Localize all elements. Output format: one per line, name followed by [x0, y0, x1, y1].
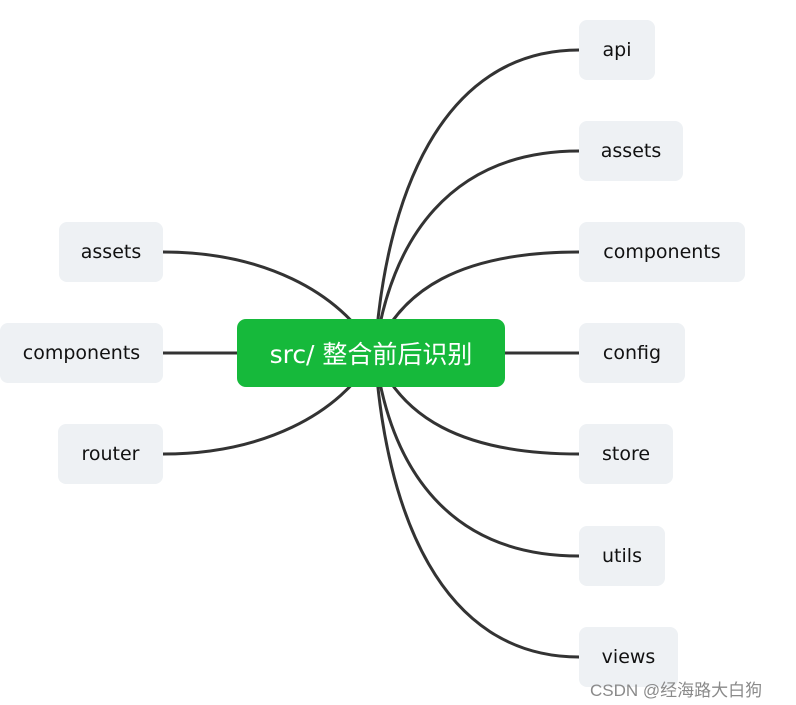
node-assets-right[interactable]: assets	[579, 121, 683, 181]
link-api	[373, 48, 580, 354]
node-utils[interactable]: utils	[579, 526, 665, 586]
node-views[interactable]: views	[579, 627, 678, 687]
root-node[interactable]: src/ 整合前后识别	[237, 319, 505, 387]
node-assets-left[interactable]: assets	[59, 222, 163, 282]
node-components-left[interactable]: components	[0, 323, 163, 383]
node-store[interactable]: store	[579, 424, 673, 484]
node-router[interactable]: router	[58, 424, 163, 484]
node-components-right[interactable]: components	[579, 222, 745, 282]
link-utils	[373, 352, 580, 558]
watermark: CSDN @经海路大白狗	[590, 681, 763, 700]
link-assets-right	[373, 149, 580, 354]
node-api[interactable]: api	[579, 20, 655, 80]
node-config[interactable]: config	[579, 323, 685, 383]
link-views	[373, 352, 580, 659]
